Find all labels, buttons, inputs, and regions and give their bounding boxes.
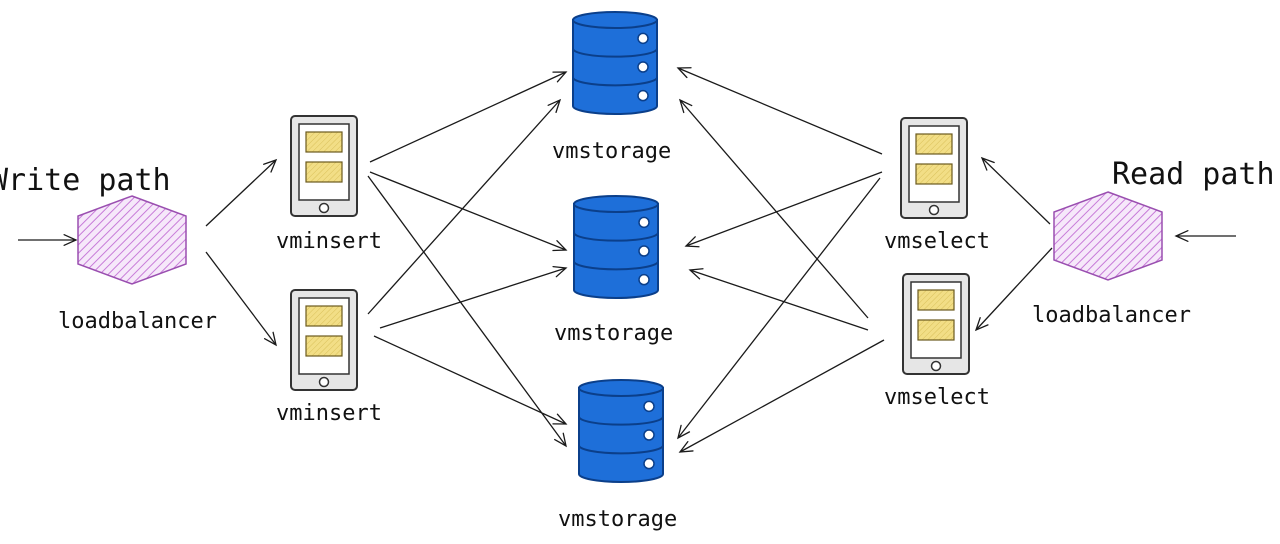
lb-to-vmselect-arrow xyxy=(980,156,1051,225)
vminsert-to-storage-arrow xyxy=(369,71,568,163)
vmselect-label: vmselect xyxy=(884,385,990,410)
vmselect-to-storage-arrow xyxy=(677,177,881,440)
vminsert-label: vminsert xyxy=(276,401,382,426)
lb-to-vminsert-arrow xyxy=(205,158,278,227)
vminsert-label: vminsert xyxy=(276,229,382,254)
vmselect-to-storage-arrow xyxy=(676,67,883,155)
loadbalancer-read xyxy=(1053,191,1163,281)
vmselect-device-icon xyxy=(900,117,968,219)
vmstorage-label: vmstorage xyxy=(554,321,673,346)
vmselect-to-storage-arrow xyxy=(678,339,885,453)
vmstorage-label: vmstorage xyxy=(558,507,677,532)
vminsert-to-storage-arrow xyxy=(369,171,568,252)
hexagon-icon xyxy=(77,195,187,285)
database-icon xyxy=(573,195,659,299)
vmselect-label: vmselect xyxy=(884,229,990,254)
hexagon-icon xyxy=(1053,191,1163,281)
read-input-arrow xyxy=(1174,230,1236,242)
loadbalancer-write xyxy=(77,195,187,285)
lb-to-vminsert-arrow xyxy=(205,251,277,347)
vminsert-device-icon xyxy=(290,115,358,217)
vmselect-device-icon xyxy=(902,273,970,375)
connection-arrows xyxy=(18,67,1236,453)
vminsert-to-storage-arrow xyxy=(367,98,562,315)
write-path-title: Write path xyxy=(0,163,171,198)
write-input-arrow xyxy=(18,234,78,246)
database-icon xyxy=(578,379,664,483)
loadbalancer-label: loadbalancer xyxy=(58,309,217,334)
database-icon xyxy=(572,11,658,115)
lb-to-vmselect-arrow xyxy=(974,247,1053,332)
vmselect-to-storage-arrow xyxy=(688,268,869,331)
loadbalancer-label: loadbalancer xyxy=(1032,303,1191,328)
vminsert-to-storage-arrow xyxy=(367,175,567,448)
vmstorage-label: vmstorage xyxy=(552,139,671,164)
read-path-title: Read path xyxy=(1112,157,1275,192)
vmselect-to-storage-arrow xyxy=(678,98,869,319)
vmselect-to-storage-arrow xyxy=(684,171,883,248)
vminsert-device-icon xyxy=(290,289,358,391)
vminsert-to-storage-arrow xyxy=(373,335,568,425)
vminsert-to-storage-arrow xyxy=(379,265,568,329)
